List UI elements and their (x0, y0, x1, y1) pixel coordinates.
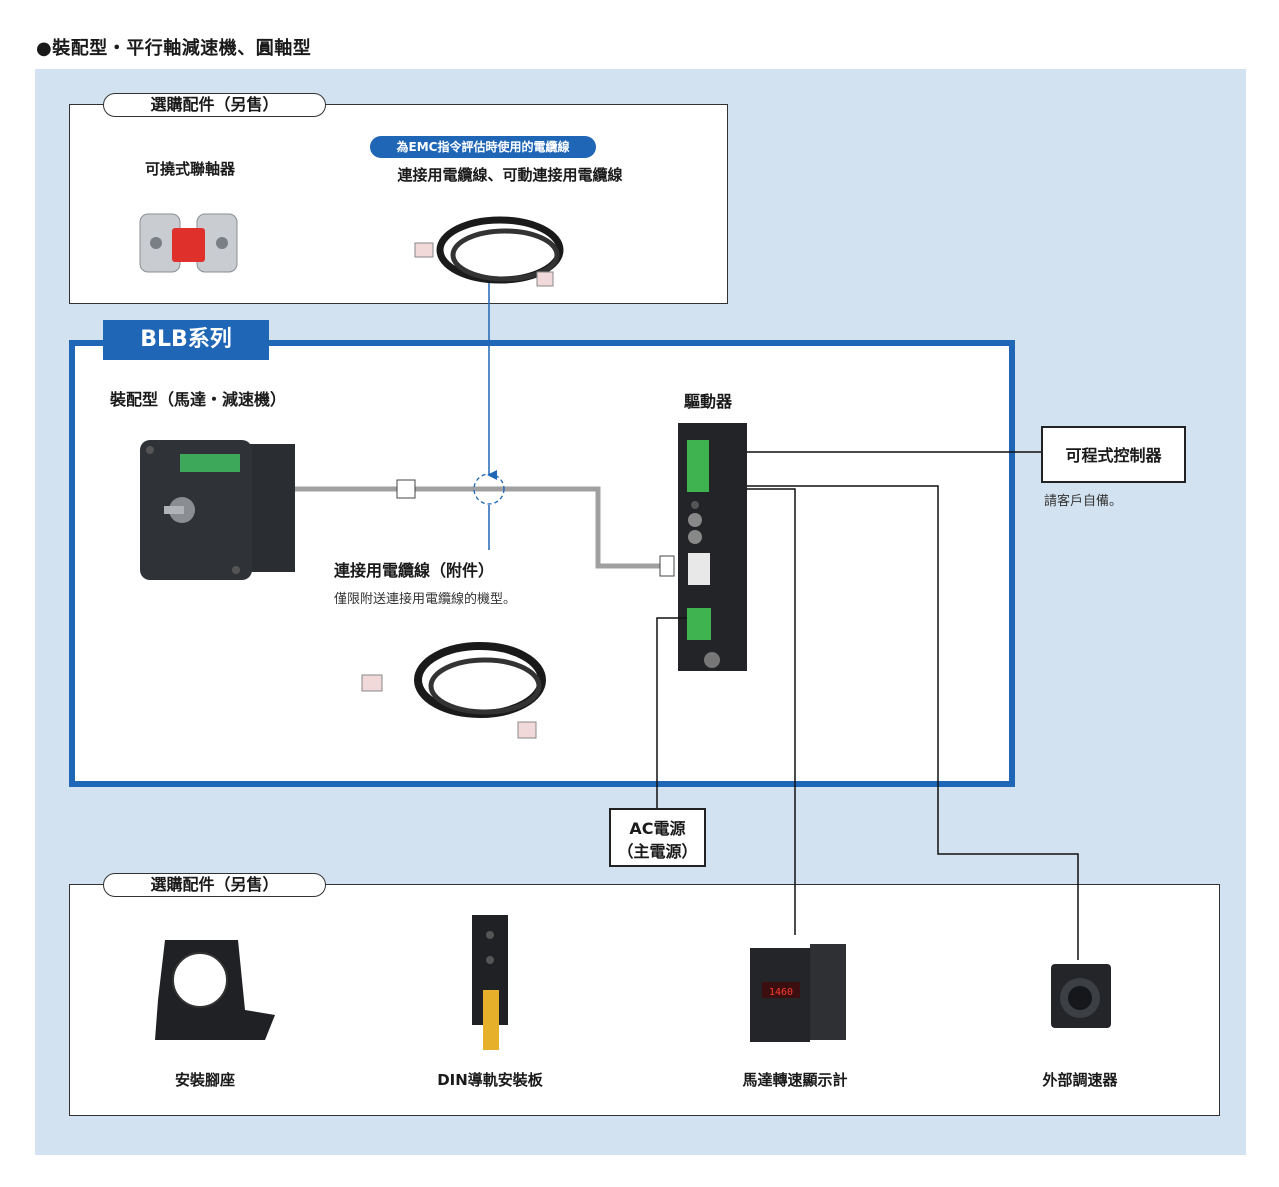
din-rail-plate-label: DIN導軌安裝板 (437, 1071, 543, 1089)
cable-coil-icon (414, 216, 564, 287)
motor-gearhead-icon (140, 440, 295, 580)
controller-label: 可程式控制器 (1065, 446, 1162, 465)
included-cable-label: 連接用電纜線（附件） (334, 561, 495, 580)
driver-label: 驅動器 (684, 392, 733, 411)
motor-label: 裝配型（馬達・減速機） (110, 390, 287, 409)
mounting-bracket-label: 安裝腳座 (174, 1071, 235, 1089)
bottom-accessories-box (69, 884, 1220, 1116)
controller-note: 請客戶自備。 (1044, 494, 1123, 509)
svg-text:1460: 1460 (769, 987, 793, 998)
ac-power-line1: AC電源 (629, 819, 686, 838)
top-accessories-title: 選購配件（另售） (103, 93, 326, 117)
blb-series-frame (69, 340, 1015, 787)
included-cable-note: 僅限附送連接用電纜線的機型。 (334, 592, 517, 607)
page-heading: ●裝配型・平行軸減速機、圓軸型 (36, 38, 312, 59)
connection-cable-label: 連接用電纜線、可動連接用電纜線 (397, 166, 623, 184)
controller-box (1041, 426, 1186, 483)
ac-power-line2: （主電源） (617, 842, 698, 861)
included-cable-coil-icon (361, 642, 546, 739)
mounting-bracket-icon (155, 940, 275, 1040)
speed-potentiometer-label: 外部調速器 (1042, 1071, 1118, 1089)
flexible-coupling-icon (139, 213, 238, 273)
speed-meter-icon: 1460 (750, 944, 846, 1042)
blb-series-tab: BLB系列 (103, 320, 269, 360)
coupling-label: 可撓式聯軸器 (144, 160, 235, 178)
din-rail-plate-icon (472, 915, 508, 1050)
emc-badge: 為EMC指令評估時使用的電纜線 (370, 136, 596, 158)
speed-potentiometer-icon (1051, 964, 1111, 1028)
ac-power-box (609, 808, 706, 867)
speed-meter-label: 馬達轉速顯示計 (742, 1071, 848, 1089)
bottom-accessories-title: 選購配件（另售） (103, 873, 326, 897)
driver-unit-icon (678, 423, 747, 671)
